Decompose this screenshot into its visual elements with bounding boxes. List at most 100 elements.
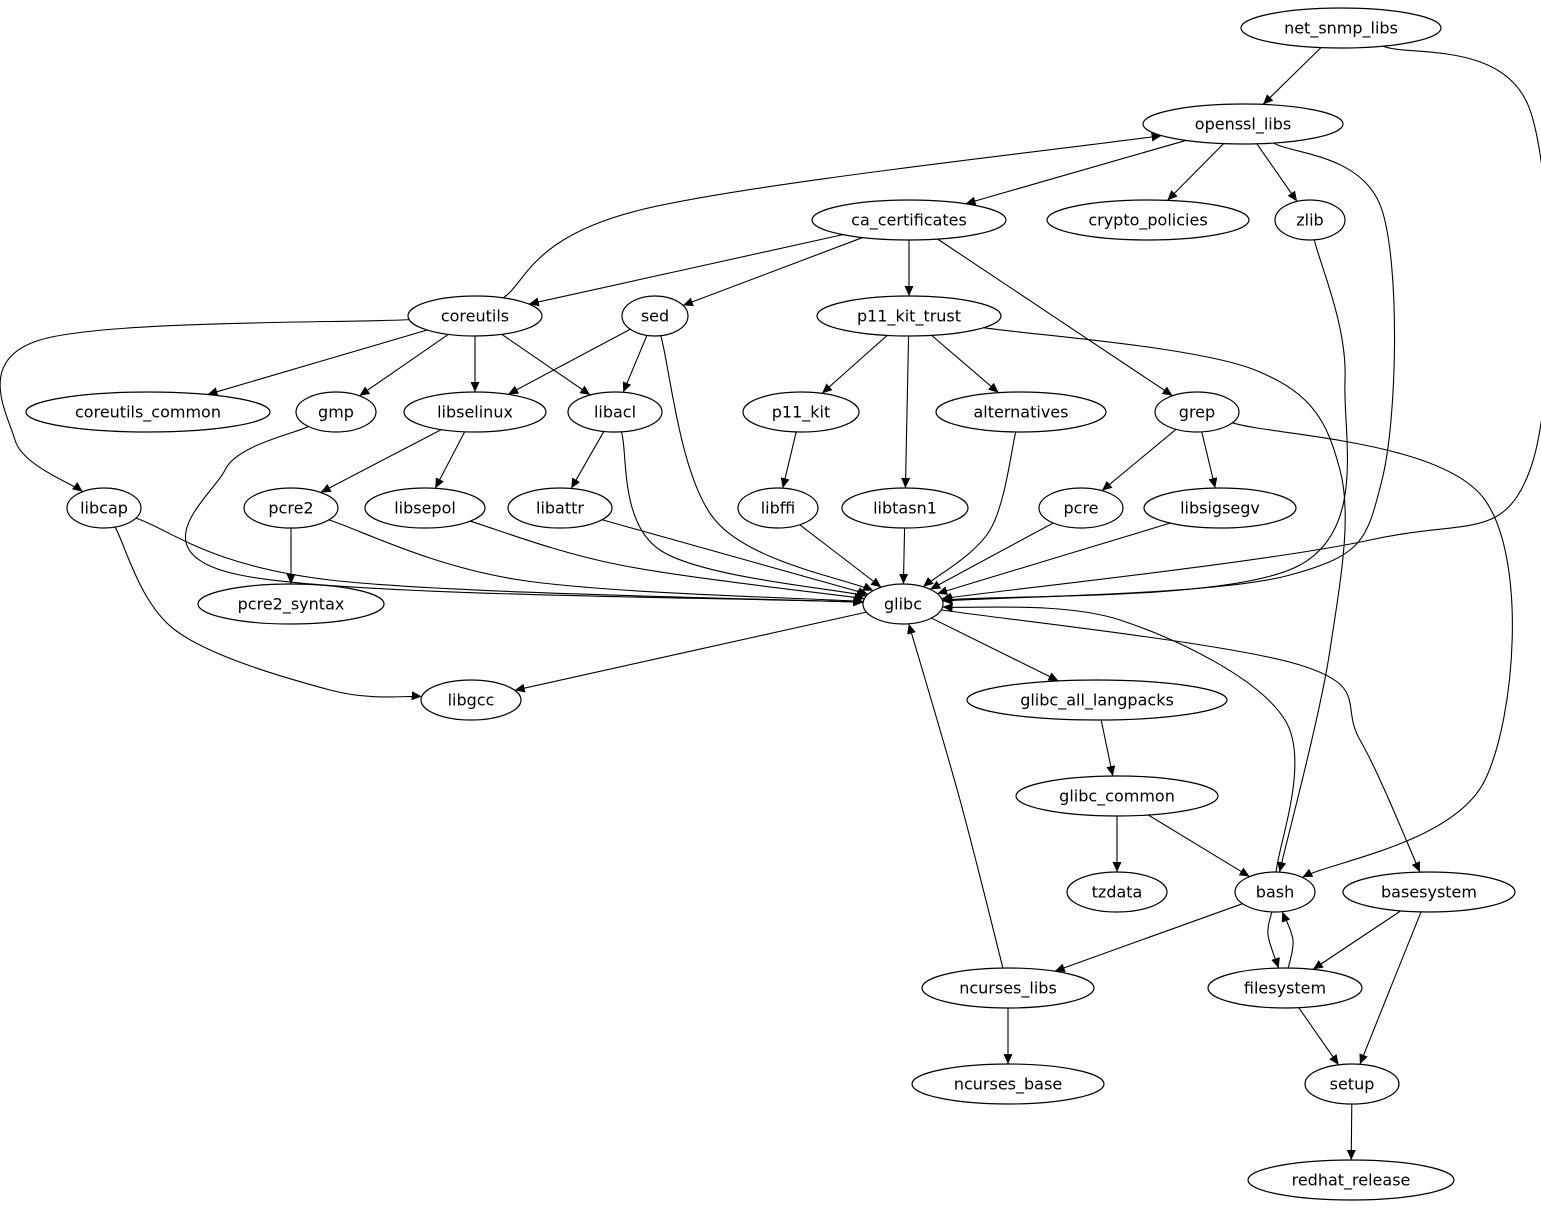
- node-ellipse: [507, 487, 613, 529]
- node-zlib[interactable]: zlib: [1274, 199, 1346, 241]
- edge-ncurses_libs-to-glibc: [907, 623, 1004, 969]
- node-ellipse: [295, 391, 377, 433]
- node-label: glibc: [884, 595, 922, 614]
- node-glibc_all_langpacks[interactable]: glibc_all_langpacks: [966, 679, 1228, 721]
- edge-grep-to-pcre: [1101, 428, 1177, 492]
- node-libsigsegv[interactable]: libsigsegv: [1143, 487, 1297, 529]
- node-coreutils[interactable]: coreutils: [407, 295, 543, 337]
- edge-bash-to-ncurses_libs: [1054, 903, 1243, 973]
- node-ellipse: [1304, 1063, 1400, 1105]
- node-ca_certificates[interactable]: ca_certificates: [811, 199, 1007, 241]
- node-libtasn1[interactable]: libtasn1: [841, 487, 969, 529]
- edge-pcre-to-glibc: [929, 522, 1054, 590]
- node-label: p11_kit_trust: [857, 307, 961, 327]
- node-ellipse: [1274, 199, 1346, 241]
- node-label: net_snmp_libs: [1284, 19, 1398, 39]
- node-libffi[interactable]: libffi: [737, 487, 819, 529]
- node-label: filesystem: [1244, 979, 1326, 998]
- node-libsepol[interactable]: libsepol: [364, 487, 486, 529]
- node-ellipse: [1207, 967, 1363, 1009]
- node-label: pcre2: [268, 499, 313, 518]
- node-bash[interactable]: bash: [1234, 871, 1316, 913]
- node-ellipse: [737, 487, 819, 529]
- node-libcap[interactable]: libcap: [66, 487, 142, 529]
- edge-p11_kit_trust-to-p11_kit: [821, 335, 888, 394]
- node-libacl[interactable]: libacl: [567, 391, 663, 433]
- edge-basesystem-to-setup: [1359, 911, 1422, 1065]
- node-ncurses_base[interactable]: ncurses_base: [911, 1063, 1105, 1105]
- node-libselinux[interactable]: libselinux: [403, 391, 547, 433]
- node-ellipse: [1066, 871, 1168, 913]
- node-label: ca_certificates: [851, 211, 967, 231]
- node-gmp[interactable]: gmp: [295, 391, 377, 433]
- node-label: openssl_libs: [1195, 115, 1291, 135]
- node-glibc_common[interactable]: glibc_common: [1015, 775, 1219, 817]
- node-ellipse: [1142, 103, 1344, 145]
- edge-coreutils-to-gmp: [359, 333, 449, 397]
- node-filesystem[interactable]: filesystem: [1207, 967, 1363, 1009]
- node-label: libsepol: [394, 499, 456, 518]
- node-pcre[interactable]: pcre: [1038, 487, 1124, 529]
- node-label: coreutils_common: [75, 403, 221, 423]
- edge-openssl_libs-to-zlib: [1256, 143, 1298, 202]
- node-setup[interactable]: setup: [1304, 1063, 1400, 1105]
- edge-coreutils-to-libcap: [0, 319, 410, 493]
- edge-net_snmp_libs-to-openssl_libs: [1262, 47, 1322, 105]
- edge-glibc-to-glibc_all_langpacks: [931, 617, 1059, 682]
- node-ellipse: [25, 391, 271, 433]
- node-alternatives[interactable]: alternatives: [935, 391, 1107, 433]
- node-label: gmp: [318, 403, 354, 422]
- node-ellipse: [567, 391, 663, 433]
- edge-coreutils-to-openssl_libs: [502, 132, 1162, 299]
- edge-glibc_all_langpacks-to-glibc_common: [1100, 719, 1116, 777]
- node-label: sed: [641, 307, 669, 326]
- node-crypto_policies[interactable]: crypto_policies: [1046, 199, 1250, 241]
- edge-libsepol-to-glibc: [469, 520, 865, 602]
- node-label: bash: [1256, 883, 1294, 902]
- edge-pcre2-to-glibc: [328, 519, 864, 606]
- node-ellipse: [862, 583, 944, 625]
- edge-ca_certificates-to-coreutils: [528, 234, 843, 307]
- node-ellipse: [403, 391, 547, 433]
- node-label: redhat_release: [1292, 1171, 1411, 1191]
- node-coreutils_common[interactable]: coreutils_common: [25, 391, 271, 433]
- node-label: libtasn1: [873, 499, 937, 518]
- node-glibc[interactable]: glibc: [862, 583, 944, 625]
- edge-grep-to-libsigsegv: [1201, 431, 1218, 489]
- edge-libtasn1-to-glibc: [899, 527, 909, 585]
- node-p11_kit[interactable]: p11_kit: [742, 391, 860, 433]
- node-ellipse: [1038, 487, 1124, 529]
- node-ellipse: [911, 1063, 1105, 1105]
- node-net_snmp_libs[interactable]: net_snmp_libs: [1240, 7, 1442, 49]
- node-ellipse: [243, 487, 339, 529]
- node-basesystem[interactable]: basesystem: [1342, 871, 1516, 913]
- edge-filesystem-to-bash: [1281, 911, 1294, 969]
- node-pcre2_syntax[interactable]: pcre2_syntax: [197, 583, 385, 625]
- edges-layer: [0, 45, 1541, 1161]
- node-label: setup: [1330, 1075, 1375, 1094]
- node-openssl_libs[interactable]: openssl_libs: [1142, 103, 1344, 145]
- node-redhat_release[interactable]: redhat_release: [1247, 1159, 1455, 1201]
- node-p11_kit_trust[interactable]: p11_kit_trust: [816, 295, 1002, 337]
- node-label: glibc_common: [1059, 787, 1175, 807]
- edge-glibc_common-to-bash: [1148, 814, 1250, 878]
- edge-bash-to-glibc: [942, 603, 1296, 873]
- node-pcre2[interactable]: pcre2: [243, 487, 339, 529]
- node-grep[interactable]: grep: [1154, 391, 1240, 433]
- edge-glibc-to-basesystem: [941, 609, 1421, 873]
- edge-libcap-to-libgcc: [114, 526, 422, 701]
- node-ellipse: [420, 679, 522, 721]
- node-ellipse: [841, 487, 969, 529]
- edge-libacl-to-libattr: [570, 431, 605, 489]
- node-label: crypto_policies: [1088, 211, 1207, 231]
- node-ncurses_libs[interactable]: ncurses_libs: [921, 967, 1095, 1009]
- node-libgcc[interactable]: libgcc: [420, 679, 522, 721]
- node-label: coreutils: [441, 307, 509, 326]
- edge-net_snmp_libs-to-glibc: [941, 45, 1541, 602]
- node-ellipse: [742, 391, 860, 433]
- node-tzdata[interactable]: tzdata: [1066, 871, 1168, 913]
- node-sed[interactable]: sed: [621, 295, 689, 337]
- node-libattr[interactable]: libattr: [507, 487, 613, 529]
- node-ellipse: [1234, 871, 1316, 913]
